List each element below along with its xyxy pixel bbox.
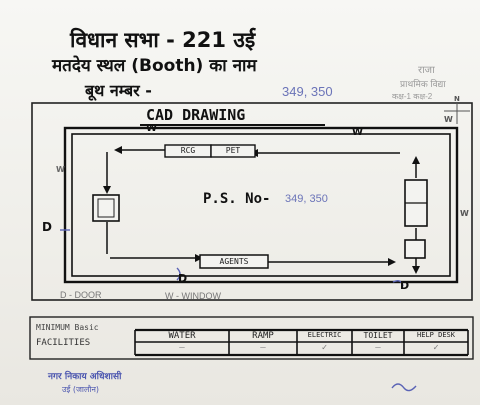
door-arc-right — [392, 279, 404, 287]
side-note-2: प्राथमिक विद्या — [400, 79, 446, 89]
voting-compartment — [404, 239, 426, 259]
room-outer-wall — [63, 126, 459, 284]
arrowhead — [412, 156, 420, 164]
window-mark: W — [352, 127, 364, 138]
facility-header-toilet: TOILET — [363, 331, 393, 340]
door-arc-bottom — [176, 267, 181, 281]
facilities-frame — [29, 316, 474, 360]
legend-window: W - WINDOW — [165, 291, 221, 301]
arrowhead — [195, 254, 203, 262]
pet-label: PET — [225, 146, 241, 155]
booth-number-label: बूथ नम्बर - — [85, 81, 152, 100]
facility-header-water: WATER — [168, 331, 196, 341]
window-mark: W — [444, 115, 453, 124]
facility-header-ramp: RAMP — [252, 331, 274, 341]
facility-header-helpdesk: HELP DESK — [417, 331, 455, 339]
drawing-title: CAD DRAWING — [146, 106, 246, 124]
signature-scribble — [391, 383, 417, 392]
side-note-1: राजा — [418, 65, 435, 76]
outer-frame — [31, 102, 473, 301]
facility-value-water: — — [179, 343, 185, 353]
assembly-line: विधान सभा - 221 उर्ई — [70, 28, 256, 52]
facility-value-ramp: — — [260, 343, 266, 353]
pet-table — [210, 144, 256, 158]
facility-value-toilet: — — [375, 343, 381, 353]
window-mark: W — [460, 209, 469, 218]
door-mark: D — [400, 279, 410, 292]
arrowhead — [103, 186, 111, 194]
facilities-label-1: MINIMUM Basic — [36, 323, 99, 332]
window-mark: W — [56, 165, 65, 174]
agents-label: AGENTS — [219, 257, 249, 266]
room-inner-wall — [71, 133, 451, 277]
side-note-3: कक्ष-1 कक्ष-2 — [392, 92, 433, 101]
arrowhead — [412, 266, 420, 274]
facility-value-helpdesk: ✓ — [433, 343, 439, 353]
office-stamp-line2: उर्ई (जालौन) — [62, 385, 100, 394]
arrowhead — [388, 258, 396, 266]
office-stamp-line1: नगर निकाय अधिशासी — [48, 372, 122, 382]
left-desk-inner — [97, 198, 115, 218]
ps-label: P.S. No- — [203, 191, 271, 207]
compass-label: N — [454, 95, 460, 103]
booth-number-value: 349, 350 — [282, 84, 333, 99]
door-mark: D — [178, 272, 188, 285]
rcg-label: RCG — [180, 146, 196, 155]
arrowhead — [114, 146, 122, 154]
legend-door: D - DOOR — [60, 290, 102, 300]
agents-table — [199, 254, 269, 269]
facility-value-electric: ✓ — [321, 343, 328, 353]
ps-number-value: 349, 350 — [285, 193, 328, 205]
facilities-label-2: FACILITIES — [36, 338, 91, 348]
booth-name-line: मतदेय स्थल (Booth) का नाम — [52, 56, 257, 76]
window-mark: W — [146, 123, 158, 134]
facility-header-electric: ELECTRIC — [307, 331, 342, 339]
door-mark: D — [42, 220, 52, 234]
